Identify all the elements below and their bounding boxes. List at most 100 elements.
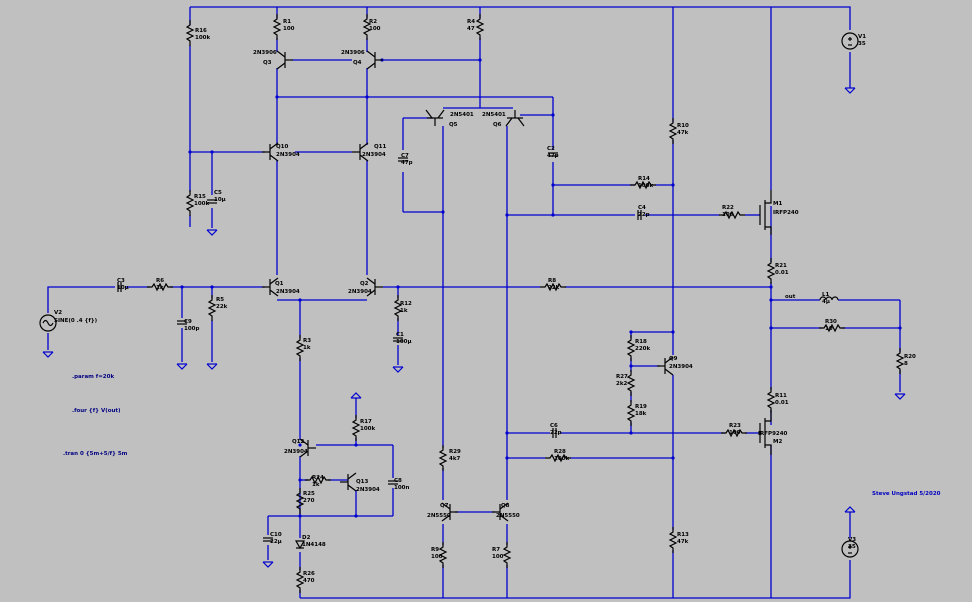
r26-value: 470 [303,578,315,584]
q13-part: 2N3904 [356,487,380,493]
c6-ref: C6 [550,423,558,429]
r19-value: 18k [635,411,647,417]
misc-symbols [39,32,859,558]
l1-value: 4µ [822,299,830,305]
d2-ref: D2 [302,535,311,541]
r16-value: 100k [195,35,210,41]
r5-value: 22k [216,304,228,310]
c6-value: 22p [550,430,562,436]
r11-value: 0.01 [775,400,789,406]
c7-value: 47p [401,160,413,166]
q10-ref: Q10 [276,144,289,150]
component-labels: R16100kR1100R2100R447R1047kR14100kR22100… [54,19,916,584]
q3-part: 2N3906 [253,50,277,56]
r29-ref: R29 [449,449,461,455]
q10-part: 2N3904 [276,152,300,158]
q1-ref: Q1 [275,281,284,287]
r13-value: 47k [677,539,689,545]
r16-ref: R16 [195,28,207,34]
c4-value: 22p [638,212,650,218]
r6-value: 1k [156,285,164,291]
r5-ref: R5 [216,297,224,303]
c9-ref: C9 [184,319,192,325]
r4-value: 47 [467,26,475,32]
r24-ref: R24 [312,475,324,481]
r28-value: 100k [554,456,569,462]
r9-ref: R9 [431,547,439,553]
v1-ref: V1 [858,34,866,40]
q4-part: 2N3906 [341,50,365,56]
r25-value: 270 [303,498,315,504]
q9-part: 2N3904 [669,364,693,370]
q13-ref: Q13 [356,479,369,485]
net-label-out: out [785,294,796,300]
q4-ref: Q4 [353,60,362,66]
l1-ref: L1 [822,292,830,298]
r15-ref: R15 [194,194,206,200]
r9-value: 100 [431,554,443,560]
r14-value: 100k [638,183,653,189]
m2-ref: M2 [773,439,782,445]
q1-part: 2N3904 [276,289,300,295]
d2-value: 1N4148 [302,542,326,548]
c2-ref: C2 [547,146,555,152]
r2-value: 100 [369,26,381,32]
m1-part: IRFP240 [773,210,799,216]
r30-value: 10 [825,326,833,332]
r2-ref: R2 [369,19,377,25]
q3-ref: Q3 [263,60,272,66]
author-credit: Steve Ungstad 5/2020 [872,491,941,497]
r21-value: 0.01 [775,270,789,276]
r23-value: 100 [729,430,741,436]
q11-ref: Q11 [374,144,387,150]
q8-ref: Q8 [501,503,510,509]
c8-value: 100n [394,485,409,491]
param-directive: .param f=20k [72,374,114,380]
junction-dots [180,58,902,518]
q6-part: 2N5401 [482,112,506,118]
capacitor-symbols [117,152,642,542]
r27-ref: R27 [616,374,628,380]
r21-ref: R21 [775,263,787,269]
r23-ref: R23 [729,423,741,429]
r7-value: 100 [492,554,504,560]
c9-value: 100p [184,326,199,332]
c3-ref: C3 [117,278,125,284]
r7-ref: R7 [492,547,500,553]
r6-ref: R6 [156,278,164,284]
four-directive: .four {f} V(out) [72,408,121,414]
tran-directive: .tran 0 {5m+5/f} 5m [63,451,128,457]
c7-ref: C7 [401,153,409,159]
c8-ref: C8 [394,478,402,484]
q2-part: 2N3904 [348,289,372,295]
r8-value: 22k [548,285,560,291]
transistor-symbols [261,50,772,522]
c5-ref: C5 [214,190,222,196]
r4-ref: R4 [467,19,475,25]
r22-ref: R22 [722,205,734,211]
r28-ref: R28 [554,449,566,455]
r25-ref: R25 [303,491,315,497]
wiring [47,6,901,599]
r20-ref: R20 [904,354,916,360]
resistor-symbols [146,13,904,594]
q9-ref: Q9 [669,356,678,362]
c10-ref: C10 [270,532,282,538]
r10-value: 47k [677,130,689,136]
v3-ref: V3 [848,537,856,543]
c2-value: 47p [547,153,559,159]
r1-ref: R1 [283,19,291,25]
q12-ref: Q12 [292,439,305,445]
r18-ref: R18 [635,339,647,345]
q5-part: 2N5401 [450,112,474,118]
r12-value: 1k [400,308,408,314]
r11-ref: R11 [775,393,787,399]
r27-value: 2k2 [616,381,627,387]
c5-value: 10µ [214,197,226,203]
c3-value: 10µ [117,285,129,291]
q7-part: 2N5550 [427,513,451,519]
q2-ref: Q2 [360,281,369,287]
v2-value: SINE(0 .4 {f}) [54,318,98,324]
r20-value: 8 [904,361,908,367]
r3-value: 1k [303,345,311,351]
